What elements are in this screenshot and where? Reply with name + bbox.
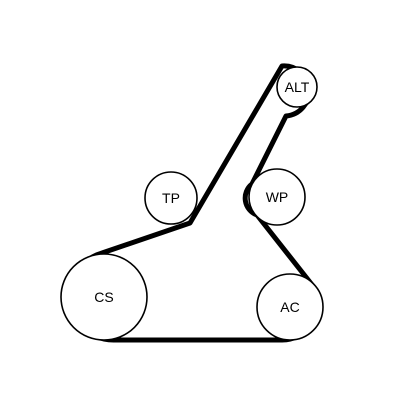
pulley-tp: TP bbox=[144, 171, 198, 225]
pulley-alt-circle bbox=[276, 66, 318, 108]
pulley-alt: ALT bbox=[276, 66, 318, 108]
pulley-cs: CS bbox=[60, 253, 148, 341]
pulley-wp: WP bbox=[248, 168, 306, 226]
pulley-wp-circle bbox=[248, 168, 306, 226]
pulley-tp-label: TP bbox=[162, 190, 180, 206]
pulley-ac-circle bbox=[256, 273, 324, 341]
pulley-cs-circle bbox=[60, 253, 148, 341]
pulley-cs-label: CS bbox=[94, 289, 113, 305]
pulley-tp-circle bbox=[144, 171, 198, 225]
pulley-alt-label: ALT bbox=[285, 79, 310, 95]
pulley-ac-label: AC bbox=[280, 299, 299, 315]
pulley-ac: AC bbox=[256, 273, 324, 341]
pulley-wp-label: WP bbox=[266, 189, 289, 205]
